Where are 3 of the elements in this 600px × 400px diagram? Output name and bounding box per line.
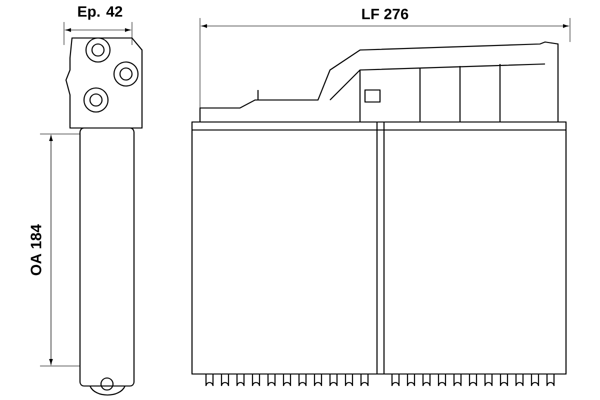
dimension-label: Ep. 42 xyxy=(78,6,122,20)
dimension-label: OA 184 xyxy=(30,224,42,276)
dimension-label: LF 276 xyxy=(360,8,410,20)
